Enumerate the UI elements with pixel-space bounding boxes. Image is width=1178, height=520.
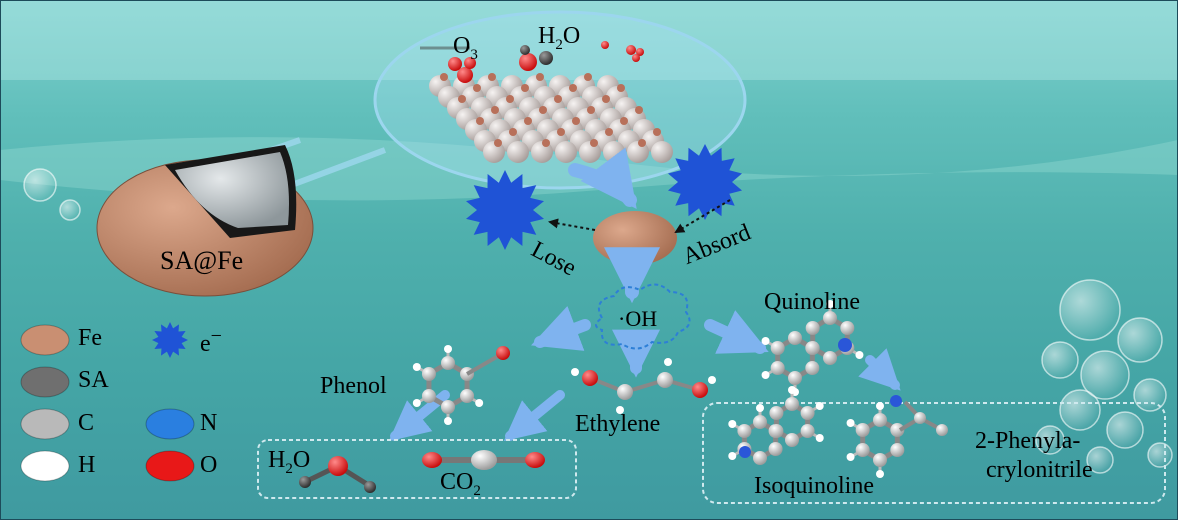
- surface-fe-site: [509, 128, 517, 136]
- catalyst-surface: [429, 73, 673, 163]
- small-product-molecules: [299, 450, 545, 493]
- surface-fe-site: [521, 84, 529, 92]
- surface-fe-site: [542, 139, 550, 147]
- surface-fe-site: [536, 73, 544, 81]
- legend-o-icon: [145, 450, 195, 482]
- surface-fe-site: [638, 139, 646, 147]
- surface-fe-site: [635, 106, 643, 114]
- legend-n-icon: [145, 408, 195, 440]
- surface-fe-site: [569, 84, 577, 92]
- electron-transfer-arrows: [548, 199, 731, 234]
- surface-atom: [603, 141, 625, 163]
- surface-fe-site: [653, 128, 661, 136]
- legend-electron-icon: [152, 322, 188, 358]
- legend-label-c: C: [78, 410, 95, 436]
- label-co2: CO2: [440, 469, 481, 499]
- products-box-right: [702, 402, 1166, 504]
- surface-fe-site: [617, 84, 625, 92]
- legend-c-icon: [20, 408, 70, 440]
- sa-fe-particle: [96, 145, 314, 297]
- surface-atom: [555, 141, 577, 163]
- legend-fe-icon: [20, 324, 70, 356]
- surface-fe-site: [602, 95, 610, 103]
- electron-stars: [466, 144, 742, 250]
- surface-fe-site: [605, 128, 613, 136]
- electron-star: [668, 144, 742, 220]
- isoquinoline-molecule: [728, 404, 783, 465]
- legend-label-sa: SA: [78, 367, 109, 393]
- products-box-left: [257, 439, 577, 499]
- fe-center-particle: [593, 211, 677, 265]
- label-quinoline: Quinoline: [764, 289, 860, 315]
- phenylacrylonitrile-molecule: [846, 402, 905, 478]
- surface-fe-site: [557, 128, 565, 136]
- label-phenylacrylonitrile-1: 2-Phenyla-: [975, 428, 1081, 454]
- phenol-molecule: [412, 345, 510, 425]
- label-phenol: Phenol: [320, 373, 387, 399]
- label-isoquinoline: Isoquinoline: [754, 473, 874, 499]
- quinoline-ring-2: [805, 300, 864, 365]
- surface-fe-site: [572, 117, 580, 125]
- label-h2o-bottom: H2O: [268, 447, 311, 477]
- surface-fe-site: [554, 95, 562, 103]
- bubbles-decoration: [23, 168, 1173, 474]
- surface-fe-site: [584, 73, 592, 81]
- legend-label-o: O: [200, 452, 218, 478]
- label-ethylene: Ethylene: [575, 411, 661, 437]
- ethylene-molecule: [571, 358, 716, 414]
- surface-atom: [651, 141, 673, 163]
- surface-fe-site: [587, 106, 595, 114]
- label-phenylacrylonitrile-2: crylonitrile: [986, 457, 1093, 483]
- acrylonitrile-chain: [890, 395, 948, 436]
- surface-fe-site: [476, 117, 484, 125]
- label-o3: O3: [453, 33, 478, 63]
- surface-atom: [507, 141, 529, 163]
- surface-fe-site: [491, 106, 499, 114]
- molecule-structures: [412, 300, 948, 478]
- surface-fe-site: [524, 117, 532, 125]
- surface-fe-site: [488, 73, 496, 81]
- legend-label-h: H: [78, 452, 96, 478]
- isoquinoline-ring-2: [769, 386, 824, 447]
- label-sa-fe: SA@Fe: [160, 246, 244, 275]
- legend-sa-icon: [20, 366, 70, 398]
- label-h2o-top: H2O: [538, 23, 581, 53]
- surface-fe-site: [590, 139, 598, 147]
- surface-fe-site: [473, 84, 481, 92]
- surface-fe-site: [539, 106, 547, 114]
- legend-label-fe: Fe: [78, 325, 102, 351]
- legend-label-e: e−: [200, 325, 222, 357]
- legend-h-icon: [20, 450, 70, 482]
- oh-cloud: [595, 283, 691, 350]
- electron-star: [466, 170, 544, 250]
- surface-fe-site: [494, 139, 502, 147]
- legend-label-n: N: [200, 410, 218, 436]
- label-oh: ·OH: [618, 306, 658, 331]
- legend-symbols: [20, 322, 195, 482]
- surface-fe-site: [620, 117, 628, 125]
- surface-fe-site: [440, 73, 448, 81]
- surface-fe-site: [506, 95, 514, 103]
- surface-fe-site: [458, 95, 466, 103]
- adsorbed-molecules: [420, 41, 644, 83]
